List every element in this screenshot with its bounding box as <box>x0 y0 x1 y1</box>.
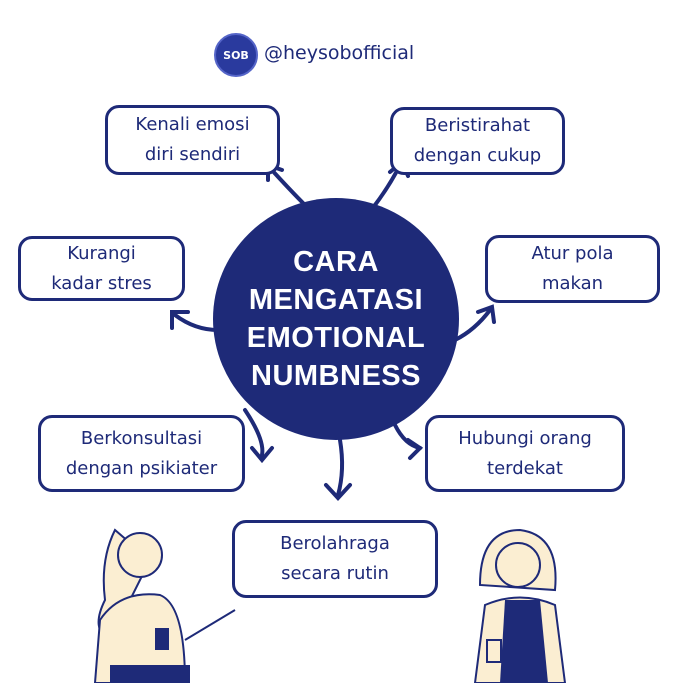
arrow <box>268 166 307 207</box>
center-title: CARA MENGATASI EMOTIONAL NUMBNESS <box>213 198 459 440</box>
brand-logo: SOB <box>214 33 258 77</box>
logo-text: SOB <box>223 48 249 62</box>
tip-kurangi-stres: Kurangi kadar stres <box>18 236 185 301</box>
tip-hubungi-orang: Hubungi orang terdekat <box>425 415 625 492</box>
tip-berkonsultasi: Berkonsultasi dengan psikiater <box>38 415 245 492</box>
tip-text: secara rutin <box>281 563 389 584</box>
tip-kenali-emosi: Kenali emosi diri sendiri <box>105 105 280 175</box>
tip-text: Berolahraga <box>280 533 390 554</box>
title-line: CARA <box>293 246 379 278</box>
title-line: NUMBNESS <box>251 360 421 392</box>
tip-beristirahat: Beristirahat dengan cukup <box>390 107 565 175</box>
woman-right-illustration <box>473 528 567 683</box>
tip-text: kadar stres <box>51 272 152 294</box>
tip-atur-pola-makan: Atur pola makan <box>485 235 660 303</box>
title-line: EMOTIONAL <box>246 322 426 354</box>
tip-text: Berkonsultasi <box>80 427 203 449</box>
tip-text: makan <box>541 273 604 294</box>
tip-text: diri sendiri <box>144 144 241 165</box>
tip-text: dengan cukup <box>413 145 542 166</box>
tip-text: Kurangi <box>67 242 136 264</box>
tip-text: Kenali emosi <box>135 114 250 135</box>
tip-berolahraga: Berolahraga secara rutin <box>232 520 438 598</box>
woman-left-illustration <box>93 528 236 683</box>
tip-text: Beristirahat <box>424 115 531 136</box>
tip-text: terdekat <box>487 457 563 479</box>
title-line: MENGATASI <box>248 284 424 316</box>
tip-text: Atur pola <box>531 243 614 264</box>
brand-handle: @heysobofficial <box>264 42 415 64</box>
tip-text: dengan psikiater <box>65 457 218 479</box>
tip-text: Hubungi orang <box>458 427 592 449</box>
